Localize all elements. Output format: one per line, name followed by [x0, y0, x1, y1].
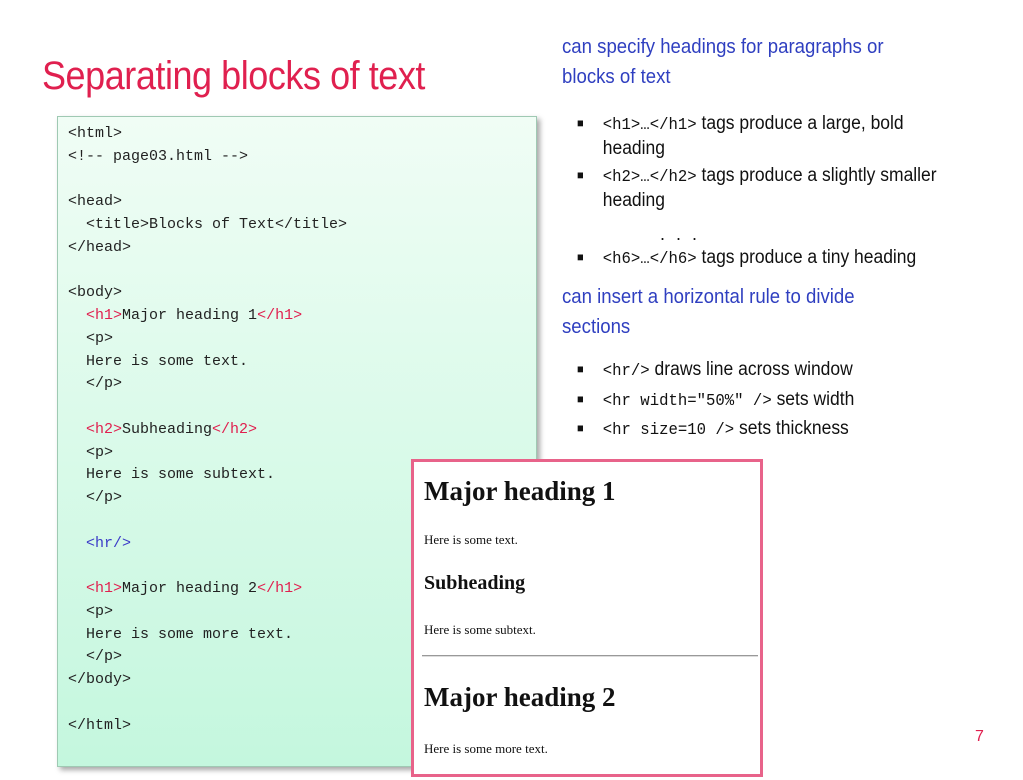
code-line: </html> — [68, 715, 536, 738]
code-text: </p> — [68, 375, 123, 393]
code-line: <h2>Subheading</h2> — [68, 419, 536, 442]
code-text — [68, 307, 86, 324]
bullet-text: tags produce a tiny heading — [696, 247, 917, 268]
code-line: <h1>Major heading 2</h1> — [68, 578, 536, 601]
code-line: <title>Blocks of Text</title> — [68, 214, 536, 237]
code-text: </html> — [68, 716, 132, 734]
code-text: <!-- page03.html --> — [68, 147, 249, 165]
code-text: <title>Blocks of Text</title> — [68, 216, 348, 233]
heading-line: can specify headings for paragraphs or — [562, 36, 884, 58]
bullet-hr: ■ <hr/> draws line across window — [577, 358, 963, 383]
code-line: Here is some more text. — [68, 624, 536, 647]
heading-line: sections — [562, 316, 631, 338]
code-text — [68, 535, 86, 552]
code-text: Here is some more text. — [68, 625, 294, 643]
bullet-h1: ■ <h1>…</h1> tags produce a large, bold … — [577, 112, 963, 160]
code-line: <body> — [68, 282, 536, 305]
preview-heading-2: Major heading 2 — [424, 682, 616, 712]
bullet-icon: ■ — [577, 392, 584, 406]
code-text: </p> — [68, 489, 123, 506]
code-line: </p> — [68, 646, 536, 669]
section-heading-hr: can insert a horizontal rule to divide s… — [562, 282, 953, 342]
preview-paragraph: Here is some subtext. — [424, 622, 536, 637]
code-tag: <hr/> — [86, 534, 132, 552]
page-number: 7 — [975, 728, 984, 745]
preview-paragraph: Here is some text. — [424, 532, 518, 547]
code-text: <p> — [68, 329, 114, 347]
code-text: Here is some subtext. — [68, 466, 276, 484]
code-text: <body> — [68, 284, 123, 302]
code-text: Major heading 2 — [122, 580, 258, 597]
bullet-h2: ■ <h2>…</h2> tags produce a slightly sma… — [577, 164, 963, 212]
bullet-hr-width: ■ <hr width="50%" /> sets width — [577, 388, 963, 413]
slide-title: Separating blocks of text — [42, 54, 425, 98]
bullet-text: tags produce a large, bold heading — [602, 113, 904, 159]
code-tag: </h1> — [257, 307, 303, 324]
code-text: </body> — [68, 671, 132, 688]
code-text: Major heading 1 — [122, 307, 258, 324]
code-snippet: <hr size=10 /> — [602, 421, 735, 440]
code-line: </p> — [68, 373, 536, 396]
code-text: </head> — [68, 238, 132, 256]
code-text — [68, 421, 86, 438]
code-text: <p> — [68, 602, 114, 620]
bullet-text: draws line across window — [649, 359, 853, 380]
bullet-icon: ■ — [577, 116, 584, 130]
code-snippet: <h2>…</h2> — [602, 168, 697, 187]
code-snippet: <h1>…</h1> — [602, 116, 697, 135]
bullet-text: sets thickness — [734, 418, 849, 439]
code-line — [68, 396, 536, 419]
code-line: <head> — [68, 191, 536, 214]
rendered-preview: Major heading 1 Here is some text. Subhe… — [411, 459, 763, 777]
code-tag: <h1> — [86, 580, 123, 597]
heading-line: blocks of text — [562, 66, 671, 88]
bullet-hr-size: ■ <hr size=10 /> sets thickness — [577, 417, 963, 442]
code-line: </p> — [68, 487, 536, 510]
ellipsis: . . . — [660, 224, 701, 244]
preview-subheading: Subheading — [424, 572, 526, 594]
code-line: </head> — [68, 237, 536, 260]
code-line: Here is some subtext. — [68, 464, 536, 487]
bullet-h6: ■ <h6>…</h6> tags produce a tiny heading — [577, 246, 963, 271]
code-line: </body> — [68, 669, 536, 692]
bullet-text: tags produce a slightly smaller heading — [602, 165, 937, 211]
code-line — [68, 169, 536, 192]
heading-line: can insert a horizontal rule to divide — [562, 286, 855, 308]
code-line: <p> — [68, 328, 536, 351]
code-text: </p> — [68, 648, 123, 666]
code-line: <!-- page03.html --> — [68, 146, 536, 169]
code-snippet: <h6>…</h6> — [602, 250, 697, 269]
bullet-icon: ■ — [577, 421, 584, 435]
code-tag: </h1> — [257, 580, 303, 597]
bullet-icon: ■ — [577, 362, 584, 376]
section-heading-headings: can specify headings for paragraphs or b… — [562, 32, 953, 92]
preview-paragraph: Here is some more text. — [424, 741, 548, 756]
bullet-icon: ■ — [577, 250, 584, 264]
code-line: <hr/> — [68, 533, 536, 556]
code-snippet: <hr/> — [602, 362, 650, 381]
code-tag: <h1> — [86, 307, 123, 324]
preview-horizontal-rule — [422, 655, 758, 657]
code-line: <p> — [68, 601, 536, 624]
code-text: <p> — [68, 443, 114, 461]
code-text: Subheading — [122, 420, 213, 438]
code-line: Here is some text. — [68, 351, 536, 374]
code-text: <head> — [68, 193, 123, 211]
code-line: <html> — [68, 123, 536, 146]
code-line — [68, 260, 536, 283]
code-listing: <html> <!-- page03.html --> <head> <title>… — [57, 116, 537, 767]
bullet-icon: ■ — [577, 168, 584, 182]
code-line: <p> — [68, 442, 536, 465]
code-text: <html> — [68, 125, 123, 142]
code-line: <h1>Major heading 1</h1> — [68, 305, 536, 328]
code-text — [68, 580, 86, 597]
code-text: Here is some text. — [68, 352, 249, 370]
code-snippet: <hr width="50%" /> — [602, 392, 772, 411]
code-tag: </h2> — [212, 420, 258, 438]
bullet-text: sets width — [771, 389, 855, 410]
code-tag: <h2> — [86, 420, 123, 438]
preview-heading-1: Major heading 1 — [424, 476, 616, 506]
